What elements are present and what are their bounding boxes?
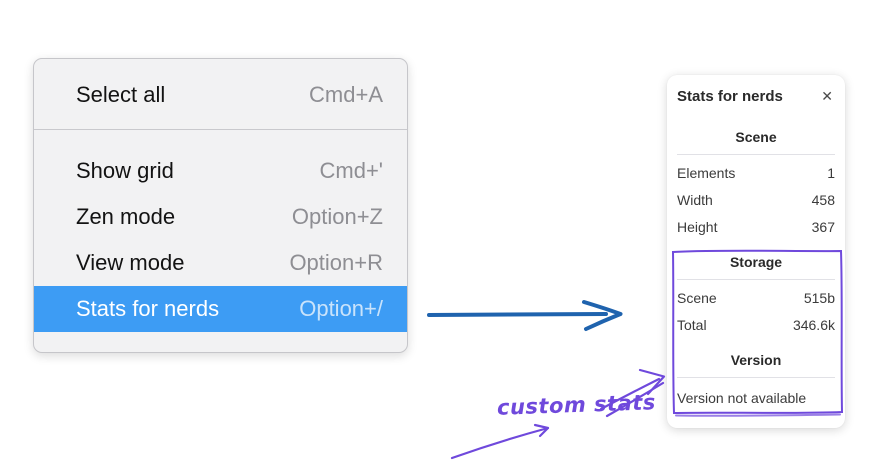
menu-group-top: Select all Cmd+A <box>34 72 407 118</box>
stats-panel-header: Stats for nerds ✕ <box>677 87 835 105</box>
section-divider <box>677 377 835 378</box>
stat-value: 458 <box>811 191 835 208</box>
stat-row-elements: Elements 1 <box>677 159 835 186</box>
menu-item-label: Select all <box>76 82 166 107</box>
section-divider <box>677 154 835 155</box>
menu-item-show-grid[interactable]: Show grid Cmd+' <box>34 148 407 194</box>
stats-panel: Stats for nerds ✕ Scene Elements 1 Width… <box>667 75 845 428</box>
stat-label: Height <box>677 218 718 235</box>
menu-item-label: Zen mode <box>76 204 176 229</box>
stat-value: 346.6k <box>792 316 835 333</box>
section-divider <box>677 279 835 280</box>
stat-row-total-size: Total 346.6k <box>677 311 835 338</box>
menu-item-label: Stats for nerds <box>76 296 220 321</box>
stat-row-width: Width 458 <box>677 186 835 213</box>
menu-item-shortcut: Cmd+A <box>309 82 383 107</box>
menu-item-shortcut: Option+/ <box>299 296 383 321</box>
menu-item-stats-for-nerds[interactable]: Stats for nerds Option+/ <box>34 286 407 332</box>
stat-value: 1 <box>827 164 835 181</box>
menu-item-shortcut: Cmd+' <box>319 158 384 183</box>
menu-item-label: Show grid <box>76 158 174 183</box>
menu-item-shortcut: Option+Z <box>291 204 383 229</box>
close-icon[interactable]: ✕ <box>821 88 833 104</box>
stats-section-version: Version Version not available <box>677 352 835 406</box>
stat-row-height: Height 367 <box>677 213 835 240</box>
stat-label: Width <box>677 191 713 208</box>
menu-item-label: View mode <box>76 250 185 275</box>
context-menu: Select all Cmd+A Show grid Cmd+' Zen mod… <box>33 58 408 353</box>
menu-item-select-all[interactable]: Select all Cmd+A <box>34 72 407 118</box>
stat-value: 515b <box>803 289 835 306</box>
menu-item-shortcut: Option+R <box>289 250 383 275</box>
menu-group-view: Show grid Cmd+' Zen mode Option+Z View m… <box>34 148 407 332</box>
stat-row-scene-size: Scene 515b <box>677 284 835 311</box>
stat-label: Scene <box>677 289 717 306</box>
stat-label: Total <box>677 316 707 333</box>
menu-item-view-mode[interactable]: View mode Option+R <box>34 240 407 286</box>
version-note: Version not available <box>677 390 807 406</box>
annotation-label: custom stats <box>496 390 657 420</box>
menu-item-zen-mode[interactable]: Zen mode Option+Z <box>34 194 407 240</box>
stat-label: Elements <box>677 164 736 181</box>
stats-section-scene: Scene Elements 1 Width 458 Height 367 <box>677 129 835 240</box>
section-heading: Version <box>730 352 782 368</box>
stats-panel-title: Stats for nerds <box>677 87 783 105</box>
connector-arrow-icon <box>427 300 623 331</box>
menu-divider <box>34 129 407 130</box>
section-heading: Storage <box>729 254 783 270</box>
stats-section-storage: Storage Scene 515b Total 346.6k <box>677 254 835 338</box>
section-heading: Scene <box>735 129 777 145</box>
stat-value: 367 <box>811 218 835 235</box>
